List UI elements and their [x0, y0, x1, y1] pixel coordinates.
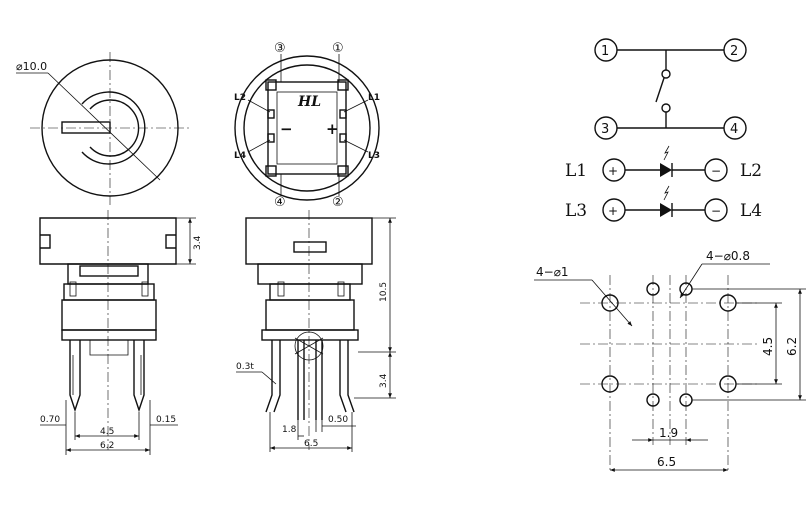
led-row2-left: L3 — [565, 201, 587, 221]
front-top-view: ⌀10.0 — [16, 52, 190, 205]
pin-label-1: ① — [332, 41, 344, 56]
dim-65-pcb: 6.5 — [657, 455, 676, 469]
dim-45-front: 4.5 — [100, 427, 114, 437]
pin-label-2: ② — [332, 195, 344, 210]
dim-65-side: 6.5 — [304, 439, 318, 449]
led-row1-plus: + — [608, 164, 618, 178]
pcb-hole-small-3 — [646, 393, 660, 407]
dim-070: 0.70 — [40, 415, 60, 425]
led-row2-minus-circle — [704, 198, 728, 222]
led-label-L4: L4 — [234, 151, 246, 161]
led-diode-1 — [660, 163, 672, 177]
led-label-L3: L3 — [368, 151, 380, 161]
led-row2-right: L4 — [740, 201, 762, 221]
hole-small-label: 4−⌀0.8 — [706, 249, 750, 263]
led-row1-minus: − — [711, 164, 721, 178]
dim-62-pcb: 6.2 — [785, 337, 799, 356]
pcb-hole-small-1 — [646, 282, 660, 296]
side-view: 0.3t 10.5 3.4 1.8 0.50 6.5 — [236, 210, 396, 452]
node-4-label: 4 — [730, 122, 738, 137]
diameter-label: ⌀10.0 — [16, 60, 47, 73]
node-1-label: 1 — [601, 44, 609, 59]
switch-schematic: 1 2 3 4 — [594, 38, 747, 140]
symbol-bar — [61, 121, 111, 134]
dim-45-pcb: 4.5 — [761, 337, 775, 356]
brand-logo: HL — [297, 94, 321, 110]
led-row1-minus-circle — [704, 158, 728, 182]
led-diode-2 — [660, 203, 672, 217]
dim-18: 1.8 — [282, 425, 297, 435]
led-row1-left: L1 — [565, 161, 587, 181]
plus-sign: + — [326, 120, 339, 138]
node-2-label: 2 — [730, 44, 738, 59]
node-3-label: 3 — [601, 122, 609, 137]
led-row2-plus: + — [608, 204, 618, 218]
led-row2-minus: − — [711, 204, 721, 218]
dim-62-front: 6.2 — [100, 441, 114, 451]
dim-cap-height: 3.4 — [193, 235, 203, 250]
hole-big-label: 4−⌀1 — [536, 265, 569, 279]
led-row1-right: L2 — [740, 161, 762, 181]
dim-050: 0.50 — [328, 415, 348, 425]
dim-015: 0.15 — [156, 415, 176, 425]
dim-105: 10.5 — [379, 282, 389, 302]
thickness-label: 0.3t — [236, 362, 254, 372]
pcb-layout: 4−⌀1 4−⌀0.8 4.5 6.2 1.9 6.5 — [534, 249, 806, 472]
led-label-L1: L1 — [368, 93, 380, 103]
pin-label-4: ④ — [274, 195, 286, 210]
led-label-L2: L2 — [234, 93, 246, 103]
pcb-hole-big-1 — [601, 294, 619, 312]
top-view: ③ ① ④ ② L2 L1 L4 L3 HL − + — [234, 41, 380, 210]
pin-label-3: ③ — [274, 41, 286, 56]
symbol-arc — [81, 91, 146, 165]
front-side-view: 3.4 0.70 0.15 4.5 6.2 — [39, 210, 203, 455]
dim-19-pcb: 1.9 — [659, 426, 678, 440]
minus-sign: − — [280, 120, 293, 138]
pcb-hole-big-3 — [601, 375, 619, 393]
dim-34-side: 3.4 — [379, 373, 389, 388]
led-schematic: L1 + − L2 L3 + − L4 — [565, 145, 762, 222]
